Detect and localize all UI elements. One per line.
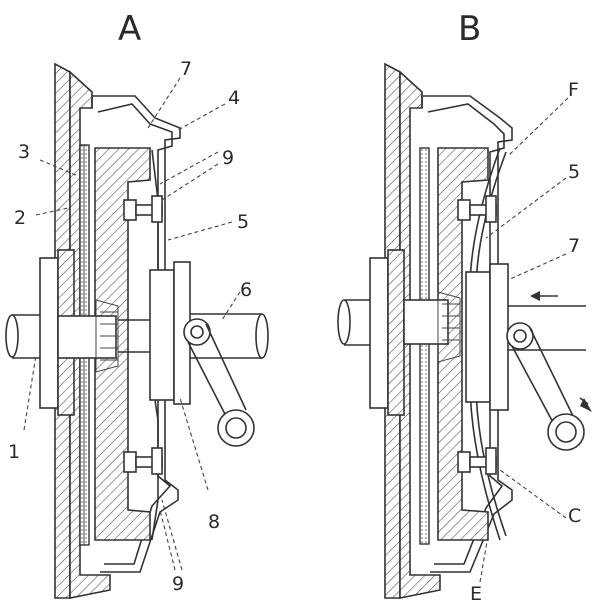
label-9-bottom: 9 bbox=[172, 573, 184, 595]
rivet-head-lower-a bbox=[151, 447, 163, 475]
panel-a: A bbox=[5, 9, 269, 599]
release-bearing-a bbox=[149, 269, 175, 401]
push-arrow bbox=[530, 291, 558, 301]
rivet-lower-b bbox=[457, 451, 471, 473]
label-4: 4 bbox=[228, 87, 240, 109]
release-bearing-b bbox=[465, 271, 491, 403]
label-9-top: 9 bbox=[222, 147, 234, 169]
panel-a-title: A bbox=[118, 9, 141, 49]
rivet-lower-a bbox=[123, 451, 137, 473]
rivet-head-upper-b bbox=[485, 195, 497, 223]
label-F: F bbox=[568, 79, 579, 101]
label-C: C bbox=[568, 505, 581, 527]
hub-b bbox=[387, 249, 405, 416]
label-8: 7 bbox=[180, 58, 192, 80]
output-shaft-a bbox=[118, 313, 262, 359]
label-7-b: 7 bbox=[568, 235, 580, 257]
spline-shaft-b bbox=[403, 299, 449, 345]
rivet-head-lower-b bbox=[485, 447, 497, 475]
fork-arrow bbox=[579, 397, 592, 412]
input-shaft-b bbox=[344, 299, 370, 346]
spline-shaft-a bbox=[57, 315, 117, 359]
pressure-plate-a bbox=[94, 147, 151, 541]
leaders-a bbox=[23, 77, 241, 571]
output-shaft-end-a bbox=[255, 313, 269, 359]
leaders-b bbox=[479, 97, 569, 583]
spline-teeth-b bbox=[437, 291, 461, 363]
release-fork-b bbox=[506, 322, 585, 451]
label-E: E bbox=[470, 583, 482, 604]
output-shaft-b bbox=[508, 305, 586, 351]
rivet-head-upper-a bbox=[151, 195, 163, 223]
shaft-end-b bbox=[337, 299, 351, 345]
crank-flange-b bbox=[369, 257, 389, 409]
release-sleeve-b bbox=[489, 263, 509, 411]
label-6: 6 bbox=[240, 279, 252, 301]
panel-b-title: B bbox=[458, 9, 481, 49]
label-5-b: 5 bbox=[568, 161, 580, 183]
friction-disc-b bbox=[419, 147, 430, 545]
rivet-upper-b bbox=[457, 199, 471, 221]
label-5: 5 bbox=[237, 211, 249, 233]
label-7: 8 bbox=[208, 511, 220, 533]
label-3: 3 bbox=[18, 141, 30, 163]
label-2: 2 bbox=[14, 207, 26, 229]
rivet-upper-a bbox=[123, 199, 137, 221]
panel-b: B bbox=[337, 9, 592, 604]
clutch-cover-b bbox=[421, 95, 513, 573]
spline-teeth-a bbox=[95, 299, 119, 373]
label-1: 1 bbox=[8, 441, 20, 463]
shaft-end-a bbox=[5, 314, 19, 358]
release-fork-a bbox=[183, 318, 255, 447]
crank-flange-a bbox=[39, 257, 59, 409]
pressure-plate-b bbox=[437, 147, 489, 541]
